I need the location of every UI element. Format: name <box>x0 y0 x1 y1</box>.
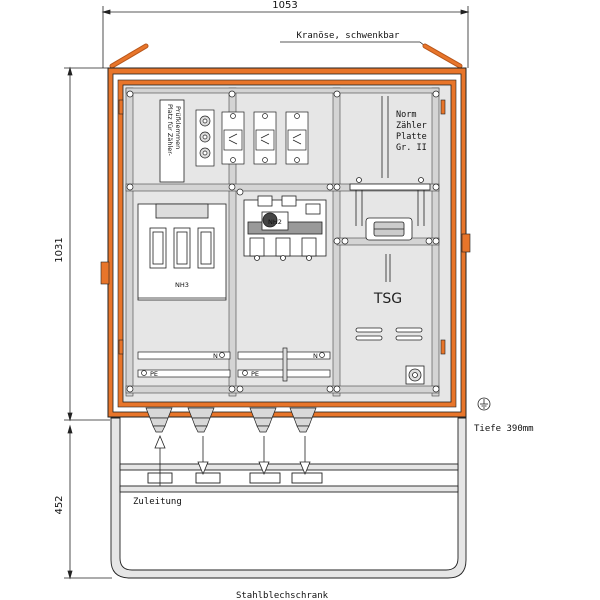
kranoese-leader <box>280 41 431 51</box>
zuleitung-label: Zuleitung <box>133 497 182 507</box>
side-hinges <box>100 99 471 355</box>
fuse-bases-top <box>221 111 309 165</box>
pruefklemmen-label-line2: Prüfklemmen <box>174 106 182 149</box>
fuse-base-2 <box>253 111 277 165</box>
plate-line-4: Gr. II <box>396 143 427 153</box>
meter-plate-label: Norm Zähler Platte Gr. II <box>396 110 427 153</box>
width-dimension <box>101 6 470 68</box>
base-height-dimension <box>64 424 112 580</box>
nh3-label: NH3 <box>175 281 189 289</box>
cabinet-height-label: 1031 <box>54 237 65 262</box>
kranoese-label: Kranöse, schwenkbar <box>297 31 401 41</box>
nh2-label: NH2 <box>268 218 282 226</box>
nh2-switch <box>243 195 327 261</box>
fuse-base-1 <box>221 111 245 165</box>
cable-gland-1 <box>145 407 173 433</box>
rail-screws <box>126 90 440 393</box>
ground-icon <box>477 397 491 411</box>
nh3-switch <box>137 203 227 301</box>
pruefklemmen-plate: Platz für Zähler- Prüfklemmen <box>159 99 185 183</box>
cable-gland-2 <box>187 407 215 433</box>
plate-line-2: Zähler <box>396 121 427 131</box>
depth-label: Tiefe 390mm <box>474 424 534 434</box>
crane-eye-left <box>109 43 149 69</box>
stahlblechschrank-label: Stahlblechschrank <box>236 591 329 600</box>
width-label: 1053 <box>272 0 297 11</box>
crane-eye-right <box>422 43 463 69</box>
base-height-label: 452 <box>54 495 65 514</box>
pruefklemmen-label-line1: Platz für Zähler- <box>166 104 174 156</box>
n-label-left: N <box>213 352 218 360</box>
cable-arrows <box>154 434 311 486</box>
plate-line-3: Platte <box>396 132 427 142</box>
meter-plate <box>349 96 431 241</box>
tsg-label: TSG <box>373 291 402 307</box>
busbars <box>137 347 331 382</box>
n-label-right: N <box>313 352 318 360</box>
cabinet-height-dimension <box>64 66 110 422</box>
pe-label-right: PE <box>251 370 259 378</box>
cable-gland-4 <box>289 407 317 433</box>
cable-glands <box>145 407 317 433</box>
plate-line-1: Norm <box>396 110 416 120</box>
pe-label-left: PE <box>150 370 158 378</box>
cable-gland-3 <box>249 407 277 433</box>
tsg-area <box>355 254 425 385</box>
fuse-base-3 <box>285 111 309 165</box>
terminal-column <box>195 109 215 167</box>
